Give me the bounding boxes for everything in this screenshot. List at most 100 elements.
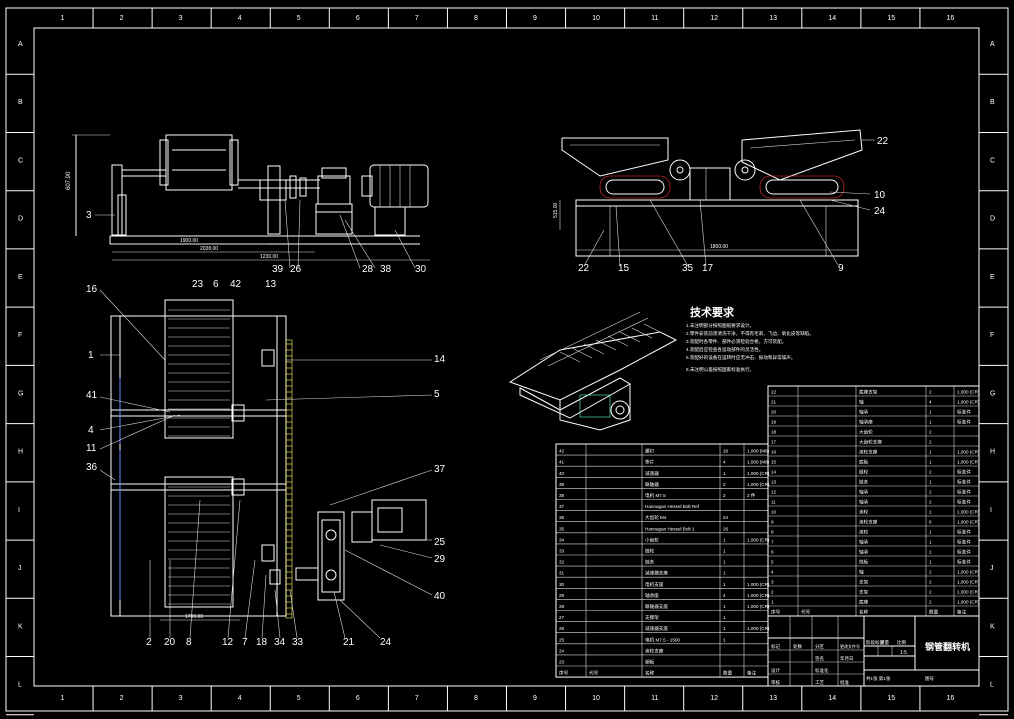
callout-34: 34 xyxy=(274,637,286,648)
bom-cell: 标准件 xyxy=(957,549,971,556)
bom-cell: 1,000 (CR) xyxy=(747,626,770,631)
column-label: 13 xyxy=(769,15,777,22)
bom-cell: 22 xyxy=(771,390,777,395)
bom-cell: 1,000 (CR) xyxy=(747,482,770,487)
column-label: 15 xyxy=(887,15,895,22)
tb-cell-design: 设计 xyxy=(771,667,780,674)
callout-2: 2 xyxy=(146,637,152,648)
column-label: 11 xyxy=(651,695,658,702)
bom-cell: 5 xyxy=(771,560,774,565)
callout-38: 38 xyxy=(380,264,392,275)
tb-cell-count: 处数 xyxy=(793,643,802,650)
bom-cell: 1,000 (CR) xyxy=(747,593,770,598)
note-line-3: 3.装配时各零件、部件必须检验合格，方可装配。 xyxy=(686,338,786,345)
upper-drum-slats xyxy=(168,309,230,437)
row-label: L xyxy=(990,682,994,689)
tb-cell-scale: 比例 xyxy=(897,639,906,646)
row-label: K xyxy=(18,623,23,630)
bom-cell: 1,000 (CR) xyxy=(957,460,980,465)
bom-cell: 15 xyxy=(771,460,777,465)
callout-18: 18 xyxy=(256,637,268,648)
column-label: 2 xyxy=(120,15,124,22)
bom-cell: 支撑架 xyxy=(645,614,659,621)
bom-cell: 底板 xyxy=(859,459,869,466)
column-label: 11 xyxy=(651,15,658,22)
bom-cell: 3 xyxy=(771,580,774,585)
lower-drum-slats xyxy=(168,486,230,605)
callout-12: 12 xyxy=(222,637,234,648)
bom-cell: 轴承 xyxy=(859,489,869,496)
bom-cell: 26 xyxy=(559,626,565,631)
front-height-dim: 607.90 xyxy=(66,171,72,190)
bom-cell: 1 xyxy=(771,600,774,605)
iso-slat xyxy=(643,323,665,335)
row-label: B xyxy=(18,99,23,106)
bom-cell: 24 xyxy=(559,648,565,653)
bom-cell: 4 xyxy=(929,400,932,405)
callout-28: 28 xyxy=(362,264,374,275)
tb-scale-value: 1:5 xyxy=(900,650,907,656)
bom-cell: 16 xyxy=(723,449,729,454)
bom-cell: 1 xyxy=(723,560,726,565)
bom-cell: 1,000 (CR) xyxy=(957,400,980,405)
bom-cell: 7 xyxy=(771,540,774,545)
column-label: 7 xyxy=(415,695,419,702)
callout-side-15: 15 xyxy=(618,263,630,274)
bom-cell: 4 xyxy=(723,460,726,465)
bom-cell: 1,000 (CR) xyxy=(747,471,770,476)
bom-cell: 轴承座 xyxy=(645,592,659,599)
callout-30: 30 xyxy=(415,264,427,275)
row-label: H xyxy=(18,449,23,456)
iso-slat xyxy=(595,339,617,351)
note-line-5: 5.装配好的设备在运转时应无冲击、振动和异常噪声。 xyxy=(686,354,796,361)
bom-cell: 1 xyxy=(723,471,726,476)
row-label: C xyxy=(18,157,23,164)
bom-cell: 大齿轮 xyxy=(859,429,873,436)
bom-cell: 2 xyxy=(929,580,932,585)
bom-cell: 28 xyxy=(559,604,565,609)
bom-cell: 标准件 xyxy=(957,559,971,566)
front-view: 607.90 1900.00 2038.00 1230.00 3 39 26 2… xyxy=(66,134,430,275)
bom-cell: 1,000 (CR) xyxy=(957,510,980,515)
side-view: 515.00 1800.00 22 10 24 9 17 35 15 22 xyxy=(553,129,889,274)
note-line-4: 4.装配后应检查各运动部件的灵活性。 xyxy=(686,346,763,353)
bom-cell: 滚轮 xyxy=(859,529,869,536)
bom-cell: 10 xyxy=(771,510,777,515)
bom-cell: 标准件 xyxy=(957,489,971,496)
bom-cell: 40 xyxy=(559,471,565,476)
callout-side-10: 10 xyxy=(874,190,886,201)
column-label: 14 xyxy=(828,695,836,702)
bom-cell: 轴承 xyxy=(859,499,869,506)
bom-cell: 1 xyxy=(723,571,726,576)
note-line-6: 6.未注明公差按照国家标准执行。 xyxy=(686,366,754,373)
column-label: 1 xyxy=(61,695,65,702)
callout-42: 42 xyxy=(230,279,242,290)
callout-4: 4 xyxy=(88,425,94,436)
bom-cell: 26 xyxy=(723,526,729,531)
bom-cell: 轴 xyxy=(859,399,864,406)
technical-notes: 技术要求 1.未注明部分按照图纸要求设计。 2.零件安装前须清洗干净，不得有毛刺… xyxy=(686,305,814,373)
bom-cell: 36 xyxy=(559,515,565,520)
tb-cell-drawing-no: 图号 xyxy=(925,676,934,682)
column-label: 3 xyxy=(179,15,183,22)
callout-11: 11 xyxy=(86,443,97,454)
bom-cell: 1 xyxy=(723,537,726,542)
bom-cell: 1,000 (CR) xyxy=(957,520,980,525)
bom-cell: 电机 M7.5 xyxy=(645,492,666,499)
column-label: 8 xyxy=(474,15,478,22)
tb-cell-review: 审核 xyxy=(771,679,780,686)
tb-cell-standard: 标准化 xyxy=(815,667,829,674)
title-block-title: 钢管翻转机 xyxy=(925,641,970,652)
column-label: 5 xyxy=(297,695,301,702)
column-label: 4 xyxy=(238,695,242,702)
bom-header-cell: 名称 xyxy=(645,670,655,677)
tb-cell-approve: 批准 xyxy=(840,679,849,686)
bom-cell: 滚轮支座 xyxy=(859,519,878,526)
callout-side-22b: 22 xyxy=(578,263,590,274)
bom-cell: 1,000 (CR) xyxy=(957,390,980,395)
column-label: 12 xyxy=(710,695,718,702)
bom-cell: Hannagan Hessel Bolt 1 xyxy=(645,526,695,531)
tb-cell-stage: 阶段标记 xyxy=(866,639,884,646)
bom-cell: 电机 M7.5 - 1500 xyxy=(645,636,680,643)
